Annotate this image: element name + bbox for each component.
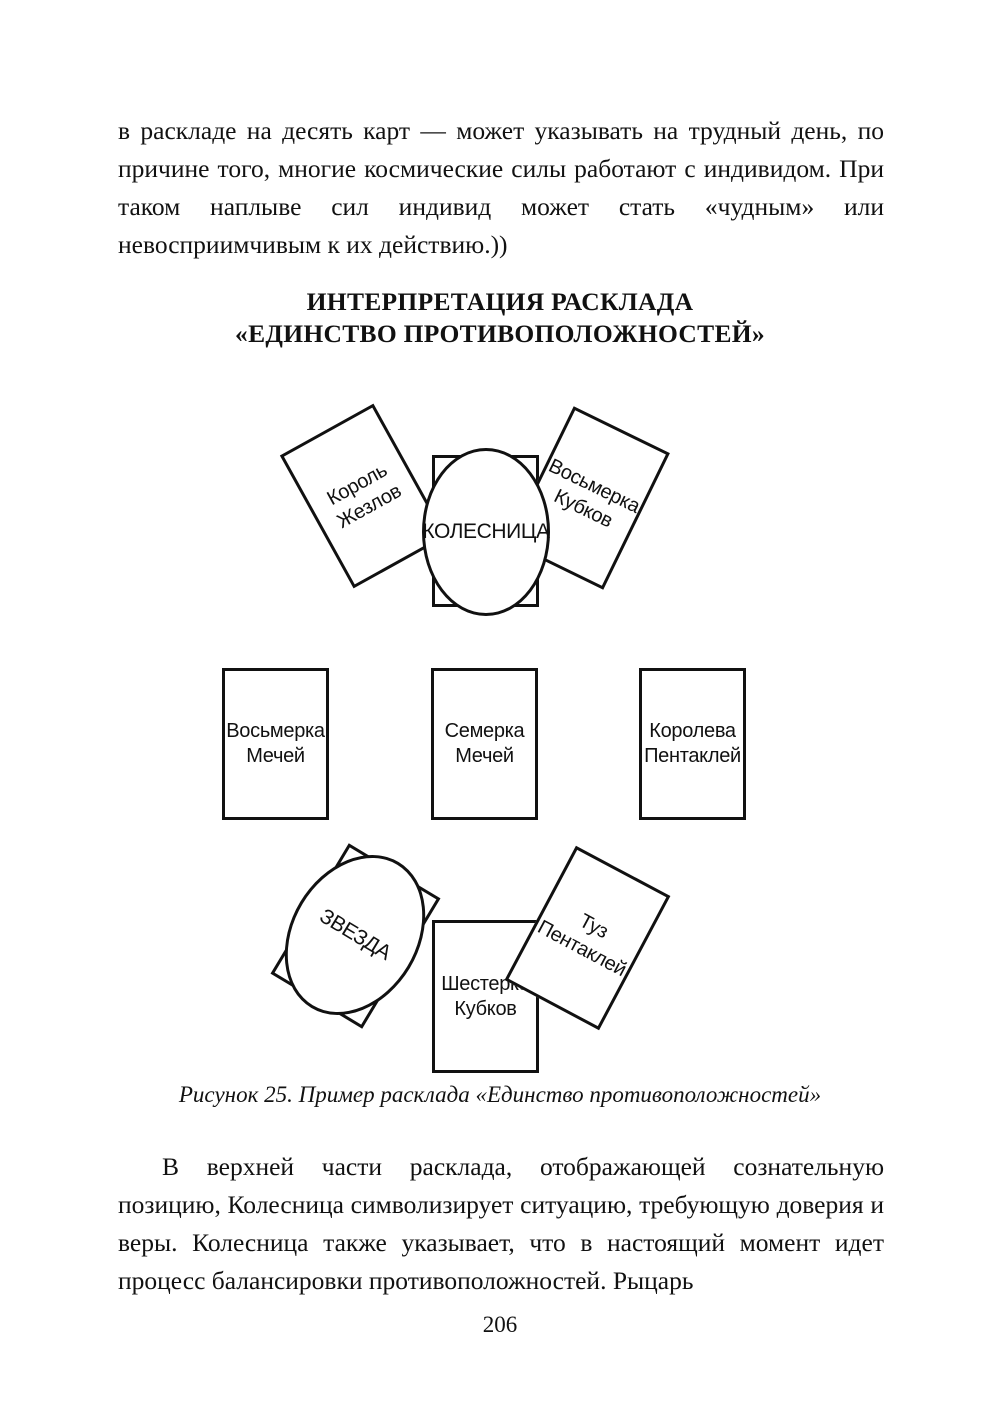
body-paragraph-top: в раскладе на десять карт — может указыв…	[118, 112, 884, 264]
card-korol-zhezlov: Король Жезлов	[279, 403, 448, 589]
paragraph-text: В верхней части расклада, отображающей с…	[118, 1152, 884, 1295]
card-label: Семерка Мечей	[444, 720, 525, 767]
page-number: 206	[482, 1312, 518, 1337]
card-label: Туз Пентаклей	[533, 909, 630, 982]
figure-heading: ИНТЕРПРЕТАЦИЯ РАСКЛАДА «ЕДИНСТВО ПРОТИВО…	[0, 286, 1000, 350]
ellipse-label: КОЛЕСНИЦА	[422, 520, 550, 543]
card-spread-diagram: Король Жезлов Восьмерка Кубков КОЛЕСНИЦА…	[0, 360, 1000, 1090]
paragraph-text: в раскладе на десять карт — может указыв…	[118, 116, 884, 259]
figure-caption: Рисунок 25. Пример расклада «Единство пр…	[178, 1082, 822, 1107]
figure-heading-line-2: «ЕДИНСТВО ПРОТИВОПОЛОЖНОСТЕЙ»	[235, 319, 765, 348]
body-paragraph-bottom: В верхней части расклада, отображающей с…	[118, 1148, 884, 1300]
ellipse-label: ЗВЕЗДА	[315, 904, 395, 965]
card-shesterka-kubkov: Шестерка Кубков	[432, 920, 539, 1073]
card-koroleva-pentakley: Королева Пентаклей	[639, 668, 746, 820]
card-label: Королева Пентаклей	[644, 720, 741, 767]
card-label: Восьмерка Мечей	[226, 720, 325, 767]
figure-heading-line-1: ИНТЕРПРЕТАЦИЯ РАСКЛАДА	[306, 287, 694, 316]
card-semerka-mechey: Семерка Мечей	[431, 668, 538, 820]
ellipse-kolesnitsa: КОЛЕСНИЦА	[422, 448, 550, 616]
card-vosmerka-mechey: Восьмерка Мечей	[222, 668, 329, 820]
